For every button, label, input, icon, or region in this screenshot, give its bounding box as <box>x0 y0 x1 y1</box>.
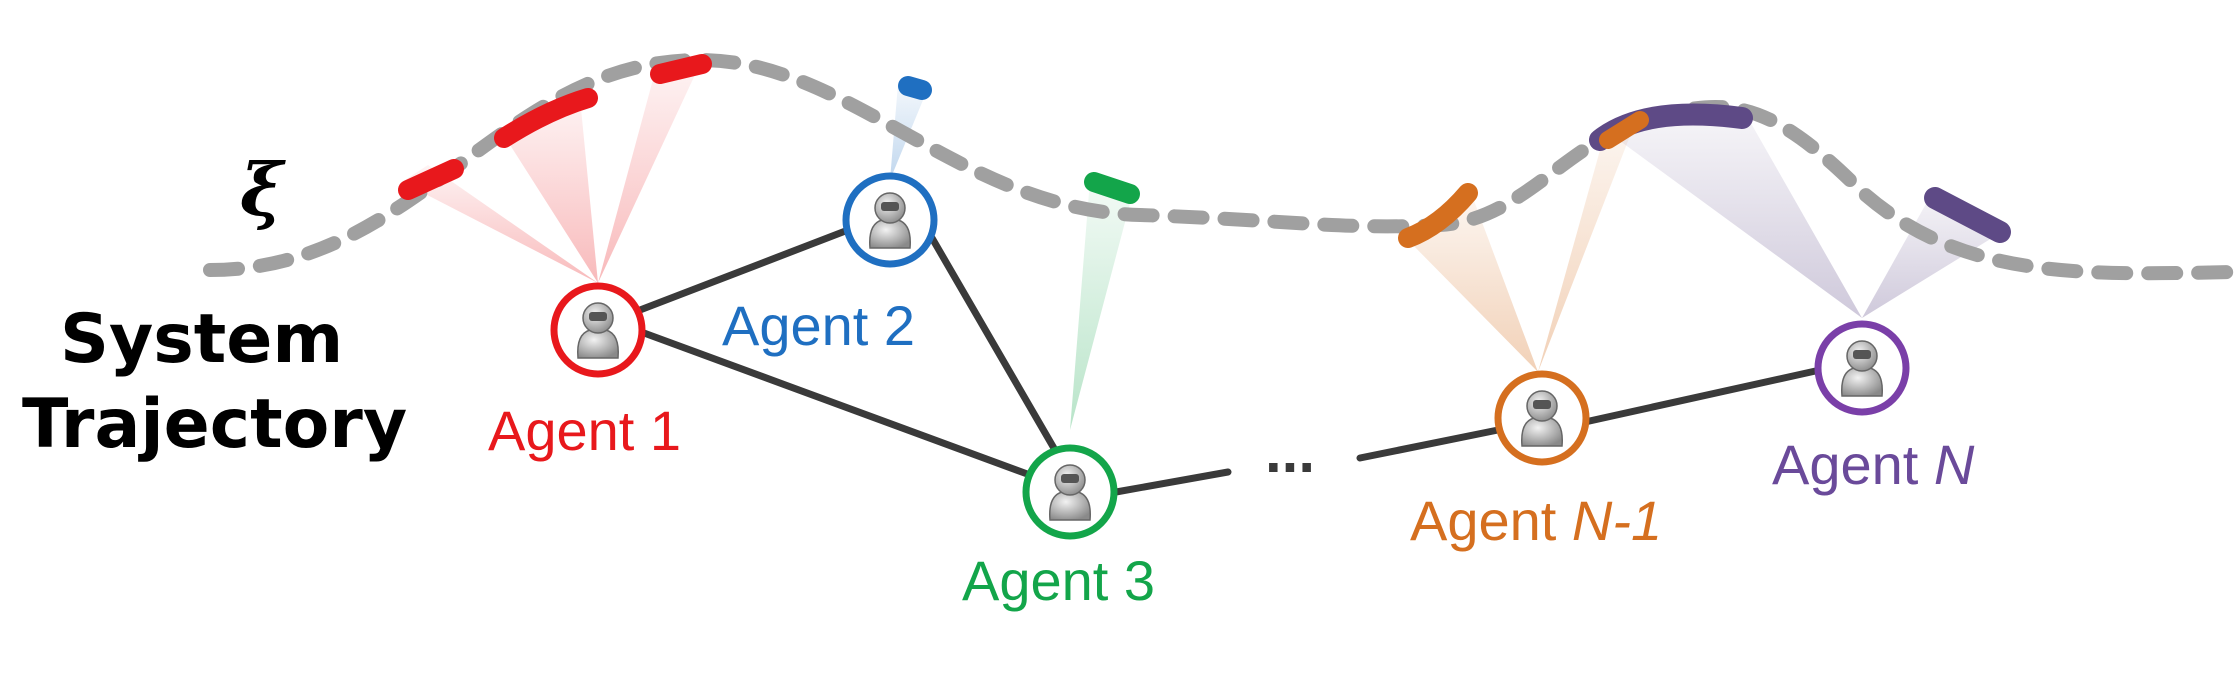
edge-agent1-agent3 <box>640 329 1034 479</box>
robot-icon <box>577 302 619 359</box>
system-trajectory-title-line1: System <box>60 300 343 379</box>
segment-red-1 <box>398 159 464 200</box>
agent-node-1 <box>550 282 646 378</box>
agent-node-2 <box>842 172 938 268</box>
cone-agentn-seg1 <box>1605 118 1862 318</box>
edge-agent3-ellipsis <box>1112 468 1232 496</box>
segment-orange-1 <box>1398 183 1478 248</box>
agent-node-n <box>1814 320 1910 416</box>
agent-node-n-1 <box>1494 370 1590 466</box>
communication-edges <box>636 226 1824 496</box>
segment-blue <box>898 76 932 100</box>
edge-agent1-agent2 <box>636 226 852 314</box>
agent-2-label: Agent 2 <box>722 294 915 357</box>
cone-agent1-seg3 <box>598 64 700 283</box>
system-trajectory-title-line2: Trajectory <box>22 385 407 464</box>
edge-agent2-agent3 <box>928 234 1059 454</box>
system-trajectory-curve <box>203 52 2240 281</box>
segment-orange-2 <box>1599 111 1649 149</box>
edge-agentn1-agentn <box>1581 366 1824 426</box>
cone-agentn1-seg2 <box>1538 118 1637 372</box>
robot-icon <box>1049 464 1091 521</box>
segment-red-3 <box>650 54 712 84</box>
robot-icon <box>869 192 911 249</box>
robot-icon <box>1521 390 1563 447</box>
edge-ellipsis-agentn1 <box>1356 426 1502 462</box>
ellipsis: ... <box>1265 418 1315 485</box>
observed-segments <box>398 54 2011 248</box>
cone-agent1-seg1 <box>402 165 598 283</box>
trajectory-symbol: ξ <box>240 147 286 232</box>
agent-3-label: Agent 3 <box>962 549 1155 612</box>
cone-agent1-seg2 <box>505 98 598 283</box>
agent-node-3 <box>1022 444 1118 540</box>
segment-red-2 <box>494 88 598 148</box>
agent-n-label: Agent N <box>1772 433 1975 496</box>
segment-purple-2 <box>1924 187 2011 243</box>
observation-cones <box>402 64 2005 430</box>
agent-n-1-label: Agent N-1 <box>1410 489 1662 552</box>
agent-1-label: Agent 1 <box>488 399 681 462</box>
cone-agent3-seg <box>1070 180 1133 430</box>
robot-icon <box>1841 340 1883 397</box>
segment-green <box>1084 172 1140 204</box>
cone-agentn1-seg1 <box>1405 190 1538 372</box>
